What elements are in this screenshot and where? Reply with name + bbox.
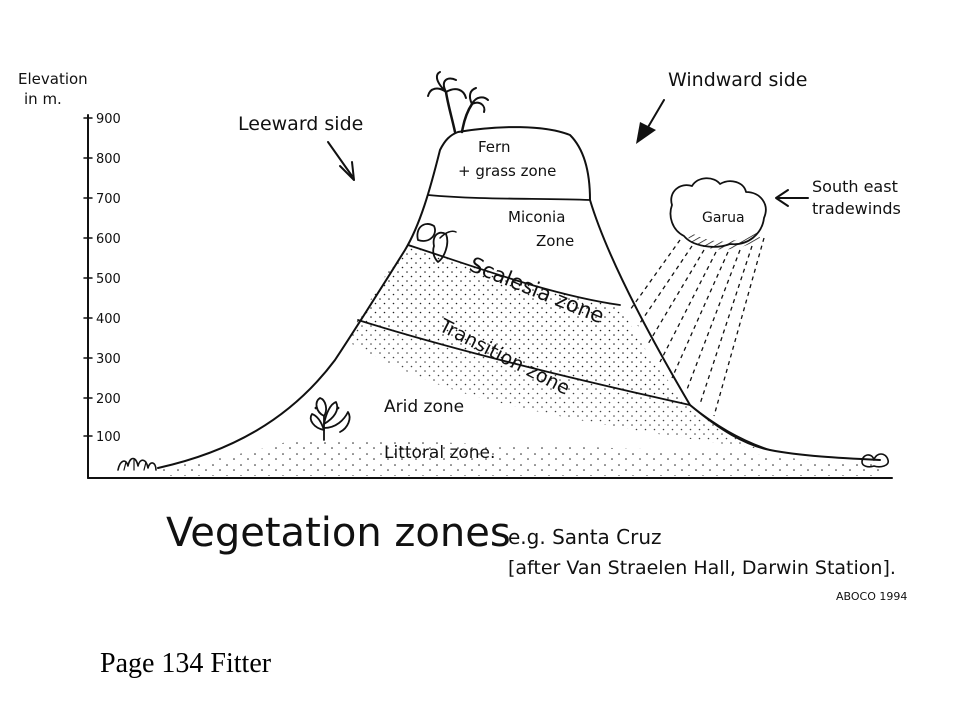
- arid-zone-label: Arid zone: [384, 397, 464, 417]
- leeward-side-label: Leeward side: [238, 113, 363, 135]
- leeward-arrow: [327, 141, 355, 181]
- tick-label: 700: [96, 192, 121, 207]
- windward-arrow: [636, 99, 665, 144]
- tick-label: 900: [96, 112, 121, 127]
- caption-source: [after Van Straelen Hall, Darwin Station…: [508, 557, 896, 579]
- littoral-zone-label: Littoral zone.: [384, 443, 495, 463]
- palm-tree-icon: [427, 71, 489, 134]
- axis-label-line1: Elevation: [18, 70, 88, 88]
- windward-side-label: Windward side: [668, 69, 807, 91]
- axis-label-line2: in m.: [24, 90, 62, 108]
- tick-label: 100: [96, 430, 121, 445]
- transition-zone-band: [345, 320, 770, 450]
- tradewinds-arrow: [775, 189, 809, 207]
- artist-signature: ABOCO 1994: [836, 590, 907, 603]
- cactus-icon: [309, 397, 351, 441]
- tradewinds-label-line1: South east: [812, 177, 898, 196]
- coastal-shrub-icon: [117, 457, 157, 471]
- page-footer: Page 134 Fitter: [100, 648, 272, 679]
- tradewinds-label-line2: tradewinds: [812, 199, 901, 218]
- fern-zone-label-line1: Fern: [478, 138, 510, 156]
- cloud-label: Garua: [702, 210, 745, 226]
- miconia-zone-label-line2: Zone: [536, 232, 574, 250]
- tick-label: 400: [96, 312, 121, 327]
- scalesia-zone-band: [358, 245, 690, 405]
- tick-label: 800: [96, 152, 121, 167]
- fern-miconia-boundary: [427, 194, 591, 201]
- tick-label: 600: [96, 232, 121, 247]
- garua-cloud-icon: Garua: [669, 177, 767, 250]
- caption-title: Vegetation zones: [166, 510, 511, 556]
- scalesia-transition-boundary: [357, 319, 691, 406]
- miconia-scalesia-boundary: [407, 244, 621, 306]
- elevation-axis: Elevation in m. 900 800 700 600 500 400 …: [18, 70, 893, 479]
- coastal-rock-icon: [861, 453, 890, 468]
- caption-example: e.g. Santa Cruz: [508, 525, 662, 549]
- rain-lines: [629, 237, 765, 417]
- miconia-leaf-icon: [416, 223, 457, 263]
- tick-label: 500: [96, 272, 121, 287]
- tick-label: 300: [96, 352, 121, 367]
- miconia-zone-label-line1: Miconia: [508, 208, 565, 226]
- transition-arid-boundary: [689, 404, 771, 451]
- mountain-outline: [157, 126, 881, 469]
- tick-label: 200: [96, 392, 121, 407]
- littoral-zone-band: [158, 438, 880, 476]
- fern-zone-label-line2: + grass zone: [458, 162, 556, 180]
